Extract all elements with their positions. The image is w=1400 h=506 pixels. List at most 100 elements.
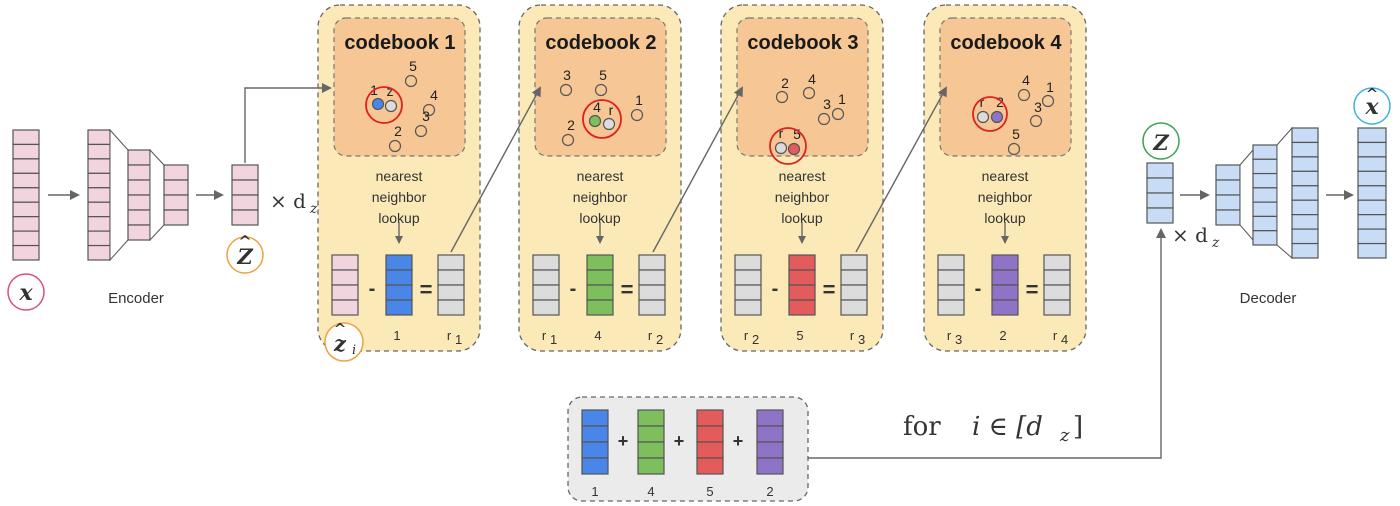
codeword-point bbox=[1029, 114, 1043, 128]
vector-under-label: 1 bbox=[393, 328, 400, 343]
codeword-point bbox=[787, 142, 801, 156]
codeword-label: r bbox=[980, 94, 985, 110]
codeword-label: r bbox=[609, 102, 614, 118]
codeword-point bbox=[559, 83, 573, 97]
svg-text:z: z bbox=[1059, 425, 1070, 446]
svg-text:x: x bbox=[1364, 94, 1379, 120]
codeword-label: 3 bbox=[422, 108, 430, 124]
sum-codeword-vector bbox=[696, 409, 724, 475]
nn-lookup-text: neighbor bbox=[372, 189, 427, 205]
svg-text:^: ^ bbox=[1366, 85, 1379, 103]
z-label: Z bbox=[1142, 122, 1180, 160]
decoder-layer-1 bbox=[1215, 164, 1241, 226]
residual-input-vector bbox=[937, 254, 965, 316]
codeword-point bbox=[802, 86, 816, 100]
nn-lookup-text: lookup bbox=[781, 210, 822, 226]
residual-output-vector bbox=[840, 254, 868, 316]
codeword-point bbox=[371, 97, 385, 111]
sum-codeword-label: 2 bbox=[766, 484, 773, 499]
residual-input-vector bbox=[532, 254, 560, 316]
codeword-point bbox=[561, 133, 575, 147]
minus-sign: - bbox=[772, 278, 779, 300]
plus-sign: + bbox=[618, 431, 629, 451]
sum-box-background bbox=[567, 396, 809, 502]
decoder-connector-2 bbox=[1276, 126, 1293, 260]
vector-under-label: 5 bbox=[796, 328, 803, 343]
svg-text:^: ^ bbox=[334, 320, 347, 338]
codeword-label: 3 bbox=[1034, 99, 1042, 115]
connectors bbox=[244, 83, 1166, 459]
for-all-dims-label: for i ∈ [d z ] bbox=[903, 412, 1083, 446]
arrow-residual-to-codebook-3 bbox=[652, 86, 743, 253]
codeword-label: 5 bbox=[793, 126, 801, 142]
vector-under-sub: 1 bbox=[455, 332, 462, 347]
minus-sign: - bbox=[570, 278, 577, 300]
codeword-label: 4 bbox=[430, 87, 438, 103]
codeword-point bbox=[774, 141, 788, 155]
encoder-connector-1 bbox=[109, 128, 129, 262]
codeword-point bbox=[404, 74, 418, 88]
nn-lookup-text: neighbor bbox=[978, 189, 1033, 205]
residual-output-vector bbox=[1043, 254, 1071, 316]
selection-circle bbox=[365, 86, 403, 124]
codeword-vector bbox=[991, 254, 1019, 316]
codebook-title: codebook 3 bbox=[747, 32, 858, 54]
svg-text:z: z bbox=[333, 331, 347, 356]
decoder-layer-2 bbox=[1252, 144, 1278, 246]
codeword-point bbox=[588, 114, 602, 128]
residual-input-vector bbox=[331, 254, 359, 316]
residual-output-vector bbox=[638, 254, 666, 316]
residual-output-vector bbox=[437, 254, 465, 316]
codeword-label: 5 bbox=[409, 58, 417, 74]
decoder bbox=[1146, 126, 1387, 260]
codeword-label: 4 bbox=[593, 99, 601, 115]
selection-circle bbox=[582, 99, 622, 139]
vector-under-label: r bbox=[447, 328, 452, 343]
z-vector bbox=[1146, 162, 1174, 224]
svg-text:× d: × d bbox=[1172, 223, 1208, 247]
codeword-point bbox=[422, 103, 436, 117]
decoder-layer-3 bbox=[1291, 127, 1319, 259]
codeword-label: 3 bbox=[823, 96, 831, 112]
sum-codeword-vector bbox=[581, 409, 609, 475]
codeword-point bbox=[976, 110, 990, 124]
codeword-point bbox=[817, 112, 831, 126]
decoder-connector-1 bbox=[1239, 148, 1254, 242]
vector-under-sub: 4 bbox=[1061, 332, 1068, 347]
zi-hat-label: z ^ i bbox=[324, 320, 364, 362]
codeword-vector bbox=[788, 254, 816, 316]
vector-under-label: 4 bbox=[594, 328, 601, 343]
codeword-label: 2 bbox=[781, 75, 789, 91]
codeword-point bbox=[1007, 142, 1021, 156]
nn-lookup-text: neighbor bbox=[775, 189, 830, 205]
nn-lookup-text: nearest bbox=[982, 168, 1029, 184]
encoder-layer-2 bbox=[127, 149, 151, 241]
svg-text:× d: × d bbox=[270, 189, 306, 213]
arrow-residual-to-codebook-2 bbox=[450, 86, 541, 253]
codeword-label: 5 bbox=[1012, 126, 1020, 142]
svg-text:i: i bbox=[352, 343, 356, 358]
codeword-point bbox=[414, 124, 428, 138]
codeword-label: 1 bbox=[1046, 79, 1054, 95]
codebook-box bbox=[333, 17, 466, 157]
minus-sign: - bbox=[369, 278, 376, 300]
svg-text:^: ^ bbox=[238, 232, 251, 251]
vector-under-label: r bbox=[850, 328, 855, 343]
nn-lookup-text: lookup bbox=[984, 210, 1025, 226]
vector-under-sub: 3 bbox=[858, 332, 865, 347]
nn-lookup-text: lookup bbox=[378, 210, 419, 226]
equals-sign: = bbox=[823, 277, 836, 302]
zhat-vector bbox=[231, 164, 259, 226]
svg-text:for: for bbox=[903, 412, 941, 442]
equals-sign: = bbox=[1026, 277, 1039, 302]
sum-box: 1+4+5+2 bbox=[567, 396, 809, 502]
codeword-point bbox=[990, 110, 1004, 124]
sum-codeword-label: 1 bbox=[591, 484, 598, 499]
codeword-label: 4 bbox=[1022, 72, 1030, 88]
input-x-vector bbox=[12, 129, 40, 261]
vector-under-sub: 3 bbox=[955, 332, 962, 347]
